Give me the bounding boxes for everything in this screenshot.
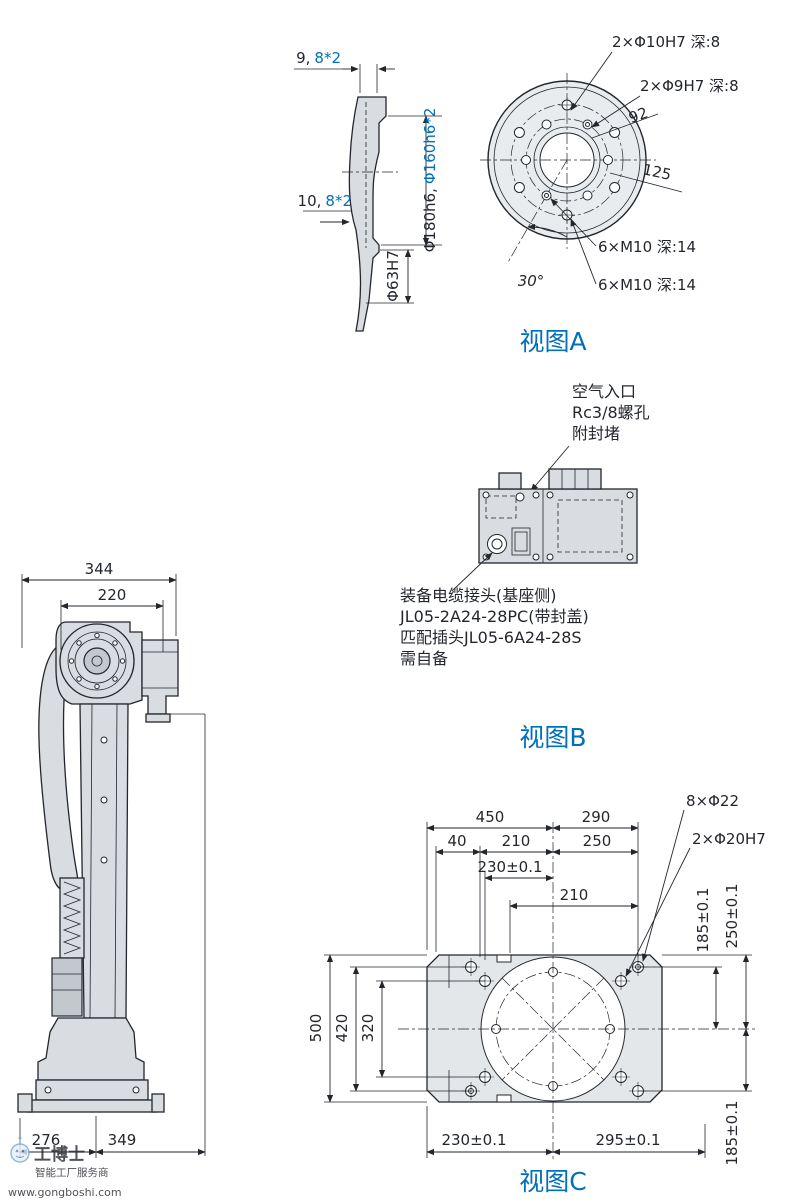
watermark: 工博士 智能工厂服务商 www.gongboshi.com (8, 1136, 122, 1199)
robot-pedestal (37, 1017, 145, 1081)
robot-arm-link (38, 644, 81, 893)
robot-drive-unit (51, 957, 83, 1017)
callout-dowel-10h7: 2×Φ10H7 深:8 (612, 33, 720, 51)
dim-pcd-92: 92 (626, 104, 650, 127)
air-inlet-note-line3: 附封堵 (572, 424, 620, 443)
view-a-label: 视图A (519, 327, 586, 356)
watermark-brand: 工博士 (34, 1144, 85, 1165)
dim-210a: 210 (502, 832, 531, 850)
dim-320: 320 (359, 1014, 377, 1043)
dim-robot-220: 220 (98, 586, 127, 604)
view-c-label: 视图C (519, 1167, 586, 1196)
watermark-tagline: 智能工厂服务商 (35, 1166, 109, 1179)
robot-base-flange (27, 1099, 157, 1113)
robot-side-view (17, 621, 206, 1156)
callout-20h7: 2×Φ20H7 (692, 830, 766, 848)
dim-angle-30: 30° (518, 272, 545, 290)
watermark-url: www.gongboshi.com (8, 1186, 122, 1199)
callout-m10-a: 6×M10 深:14 (598, 238, 696, 256)
dim-210b: 210 (560, 886, 589, 904)
view-b-connector-box: 空气入口 Rc3/8螺孔 附封堵 装备电缆接头(基座侧) JL05-2A24-2… (399, 382, 650, 668)
robot-wrist-block (141, 639, 179, 715)
dim-290: 290 (582, 808, 611, 826)
dim-230-bottom: 230±0.1 (441, 1131, 506, 1149)
dim-robot-276: 276 (32, 1131, 61, 1149)
cable-note-line2: JL05-2A24-28PC(带封盖) (399, 607, 589, 626)
dim-420: 420 (333, 1014, 351, 1043)
dim-230-top: 230±0.1 (477, 858, 542, 876)
dim-top-thickness: 9,8*2 (296, 49, 341, 67)
cable-note-line1: 装备电缆接头(基座侧) (400, 586, 557, 605)
connector-box-body (478, 488, 638, 564)
dim-185-right: 185±0.1 (694, 887, 712, 952)
dim-robot-349: 349 (108, 1131, 137, 1149)
dim-500: 500 (307, 1014, 325, 1043)
view-c-dimensions: 450 290 40 210 250 230±0.1 210 8×Φ22 2×Φ… (307, 792, 766, 1166)
callout-dowel-9h7: 2×Φ9H7 深:8 (640, 77, 739, 95)
dim-bottom-thickness: 10,8*2 (298, 192, 352, 210)
view-b-label: 视图B (519, 723, 586, 752)
dim-250: 250 (583, 832, 612, 850)
cable-note-line3: 匹配插头JL05-6A24-28S (400, 628, 582, 647)
air-inlet-note-line1: 空气入口 (572, 382, 636, 401)
dim-450: 450 (476, 808, 505, 826)
callout-m10-b: 6×M10 深:14 (598, 276, 696, 294)
air-inlet-note-line2: Rc3/8螺孔 (572, 403, 650, 422)
dim-flange-diameter: Φ180h6,Φ160h6*2 (421, 108, 439, 253)
dim-295-bottom: 295±0.1 (595, 1131, 660, 1149)
dim-250-right: 250±0.1 (723, 883, 741, 948)
gongboshi-mascot-icon (10, 1136, 30, 1163)
dim-robot-344: 344 (85, 560, 114, 578)
cable-note-line4: 需自备 (400, 649, 448, 668)
dim-bore: Φ63H7 (384, 250, 402, 302)
dim-40: 40 (447, 832, 466, 850)
view-a-side-profile: 9,8*2 10,8*2 Φ180h6,Φ160h6*2 Φ63H7 (294, 49, 442, 332)
flange-section-outline (348, 96, 387, 332)
robot-dimensions: 344 220 276 349 (19, 560, 206, 1158)
view-a-flange-face: 2×Φ10H7 深:8 2×Φ9H7 深:8 92 125 6×M10 深:14… (480, 33, 739, 294)
callout-8x22: 8×Φ22 (686, 792, 739, 810)
dim-pcd-125: 125 (641, 160, 673, 184)
view-c-base-plate (398, 822, 756, 1160)
dim-185-bottom: 185±0.1 (723, 1100, 741, 1165)
